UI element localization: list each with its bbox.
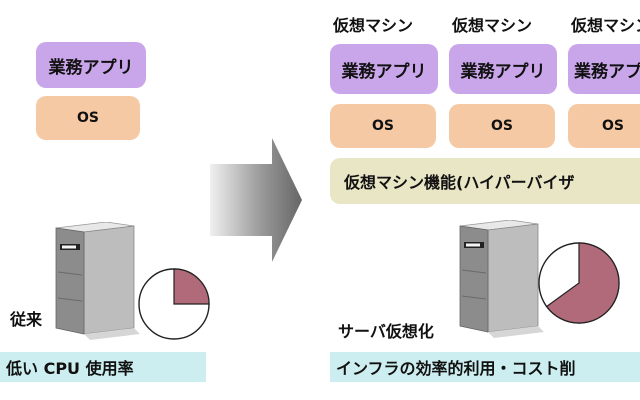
caption-right: インフラの効率的利用・コスト削 xyxy=(330,352,640,382)
app-box-vm-2: 業務アプリ xyxy=(449,44,557,94)
app-label-vm-1: 業務アプリ xyxy=(341,61,427,82)
app-box-vm-3: 業務アプリ xyxy=(568,44,640,94)
cpu-usage-pie-left xyxy=(138,268,210,340)
os-label-vm-1: OS xyxy=(372,118,394,134)
os-label-left: OS xyxy=(77,110,99,126)
caption-right-text: インフラの効率的利用・コスト削 xyxy=(336,359,576,378)
vm-title-3: 仮想マシン xyxy=(571,16,640,35)
server-label-left: 従来 xyxy=(10,310,43,329)
caption-left-text: 低い CPU 使用率 xyxy=(6,359,134,378)
pie-slice-left xyxy=(173,268,210,305)
app-label-left: 業務アプリ xyxy=(48,57,134,78)
app-box-left: 業務アプリ xyxy=(36,42,146,88)
server-icon-right xyxy=(459,220,544,338)
vm-title-2: 仮想マシン xyxy=(452,16,533,35)
os-box-left: OS xyxy=(36,96,140,140)
hypervisor-bar: 仮想マシン機能(ハイパーバイザ xyxy=(330,158,640,204)
server-label-right: サーバ仮想化 xyxy=(338,322,434,341)
app-box-vm-1: 業務アプリ xyxy=(330,44,438,94)
os-box-vm-2: OS xyxy=(449,104,555,148)
server-icon-left xyxy=(55,222,140,340)
pie-slice-right xyxy=(545,242,620,324)
os-label-vm-2: OS xyxy=(491,118,513,134)
vm-title-1: 仮想マシン xyxy=(333,16,414,35)
cpu-usage-pie-right xyxy=(538,242,620,324)
caption-left: 低い CPU 使用率 xyxy=(0,352,206,382)
hypervisor-label: 仮想マシン機能(ハイパーバイザ xyxy=(344,173,575,192)
os-label-vm-3: OS xyxy=(602,118,624,134)
transition-arrow-icon xyxy=(210,138,302,262)
app-label-vm-3: 業務アプリ xyxy=(574,61,640,82)
os-box-vm-3: OS xyxy=(568,104,640,148)
os-box-vm-1: OS xyxy=(330,104,436,148)
app-label-vm-2: 業務アプリ xyxy=(460,61,546,82)
